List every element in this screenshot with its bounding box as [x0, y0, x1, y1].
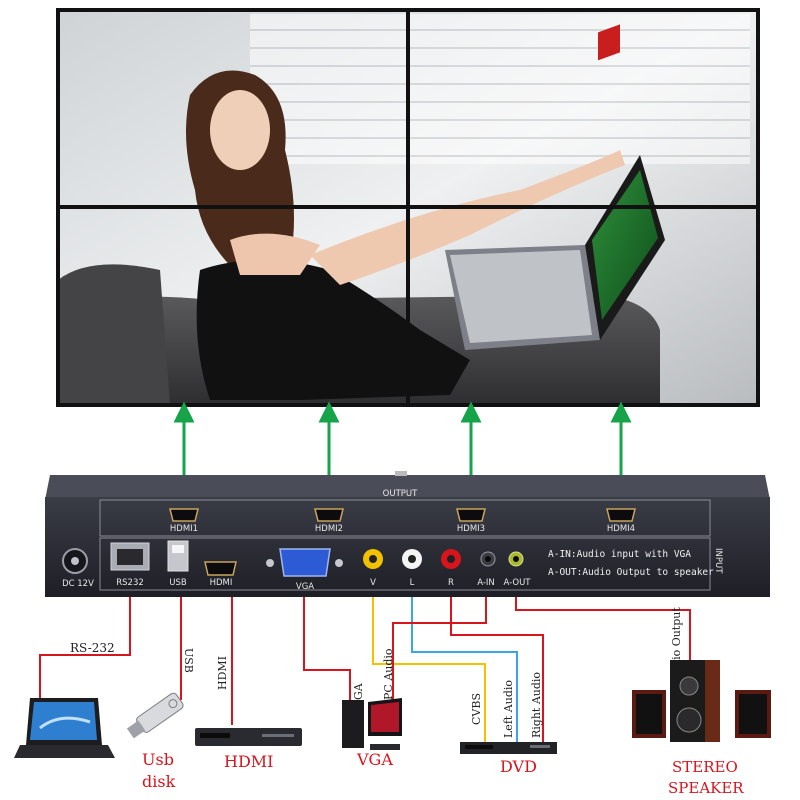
laptop-device [14, 698, 115, 758]
window-blinds [250, 14, 750, 164]
cable-vga [303, 597, 351, 700]
hdmi1-output-port[interactable]: HDMI1 [169, 508, 199, 534]
hdmi-player-device [195, 728, 302, 746]
stereo-speaker-device [632, 660, 771, 742]
output-section-label: OUTPUT [383, 489, 418, 499]
hdmi-source-label: HDMI [224, 752, 273, 771]
video-wall [56, 8, 760, 407]
info-line-2: A-OUT:Audio Output to speaker [548, 567, 714, 578]
hdmi2-label: HDMI2 [315, 524, 343, 534]
usb-port[interactable]: USB [167, 540, 189, 588]
cables [39, 597, 691, 742]
woman-figure [186, 70, 625, 400]
cable-labels: RS-232 USB HDMI GA PC Audio CVBS Left Au… [70, 607, 683, 738]
audio-in-jack[interactable]: A-IN [477, 551, 496, 588]
stereo-label-line1: STEREO [672, 758, 738, 776]
rs232-port[interactable]: RS232 [110, 542, 150, 588]
usb-disk-label-line1: Usb [142, 750, 174, 769]
hdmi-input-port[interactable]: HDMI [204, 561, 237, 588]
rca-l-port[interactable]: L [402, 549, 422, 588]
stereo-label-line2: SPEAKER [668, 779, 744, 797]
hdmi3-output-port[interactable]: HDMI3 [456, 508, 486, 534]
cvbs-cable-label: CVBS [470, 693, 483, 725]
usb-disk-device [126, 692, 184, 739]
hdmi-input-label: HDMI [210, 578, 233, 588]
cable-rs232 [39, 597, 131, 700]
hdmi-cable-label: HDMI [216, 656, 229, 690]
info-line-1: A-IN:Audio input with VGA [548, 549, 691, 560]
r-label: R [448, 578, 454, 588]
rs232-cable-label: RS-232 [70, 641, 115, 655]
rca-v-port[interactable]: V [363, 549, 383, 588]
pc-device [342, 698, 402, 750]
right-audio-cable-label: Right Audio [530, 672, 543, 738]
usb-disk-label-line2: disk [142, 772, 176, 791]
hdmi4-output-port[interactable]: HDMI4 [606, 508, 636, 534]
rs232-label: RS232 [116, 578, 144, 588]
cable-right-audio [450, 597, 544, 742]
dc-12v-label: DC 12V [62, 579, 94, 589]
a-out-label: A-OUT [503, 578, 531, 588]
audio-out-jack[interactable]: A-OUT [503, 551, 531, 588]
usb-label: USB [169, 578, 187, 588]
hdmi3-label: HDMI3 [457, 524, 485, 534]
cable-left-audio [411, 597, 518, 742]
a-in-label: A-IN [477, 578, 495, 588]
video-wall-grid [56, 8, 760, 407]
dc-power-jack[interactable]: DC 12V [62, 548, 94, 589]
output-section [99, 499, 711, 537]
vga-port[interactable]: VGA [266, 548, 343, 592]
hdmi1-label: HDMI1 [170, 524, 198, 534]
hdmi2-output-port[interactable]: HDMI2 [314, 508, 344, 534]
input-section-label: INPUT [713, 548, 723, 574]
l-label: L [410, 578, 415, 588]
rca-r-port[interactable]: R [441, 549, 461, 588]
hdmi4-label: HDMI4 [607, 524, 635, 534]
cable-pc-audio [392, 597, 487, 708]
usb-cable-label: USB [182, 648, 195, 673]
video-wall-controller: OUTPUT INPUT HDMI1 HDMI2 HDMI3 HDMI4 DC … [45, 471, 770, 597]
dvd-source-label: DVD [500, 757, 537, 776]
vga-label: VGA [296, 582, 314, 592]
cable-audio-output [515, 597, 691, 660]
v-label: V [370, 578, 376, 588]
pc-audio-cable-label: PC Audio [382, 648, 395, 700]
vga-cable-label: GA [352, 682, 365, 700]
input-section [99, 537, 711, 591]
cable-cvbs [372, 597, 486, 742]
dvd-player-device [460, 742, 557, 754]
vga-source-label: VGA [356, 750, 393, 769]
left-audio-cable-label: Left Audio [502, 680, 515, 738]
